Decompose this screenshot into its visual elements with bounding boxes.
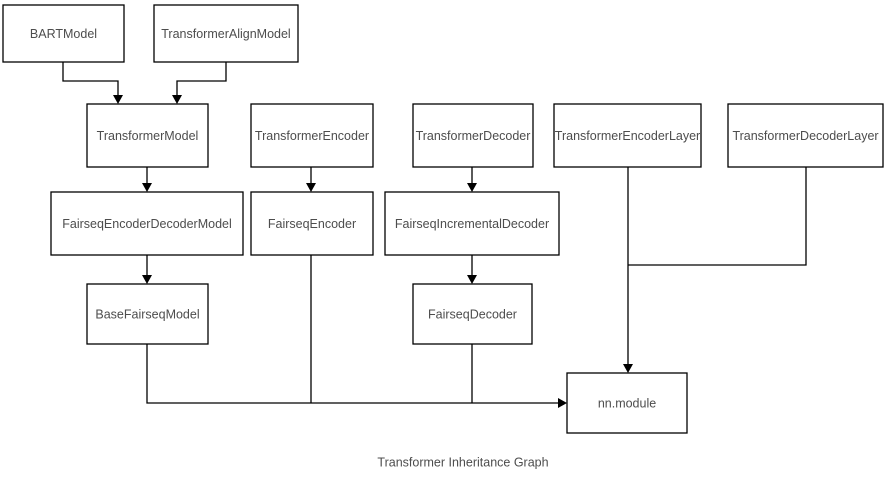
- arrow-head-icon: [142, 183, 152, 192]
- edge-transformerdecoder-to-incrementaldecoder: [467, 167, 477, 192]
- arrow-head-icon: [306, 183, 316, 192]
- node-transformer_decoder[interactable]: TransformerDecoder: [412, 103, 534, 168]
- node-box[interactable]: [384, 191, 560, 256]
- node-nn_module[interactable]: nn.module: [566, 372, 688, 434]
- node-transformer_encoder[interactable]: TransformerEncoder: [250, 103, 374, 168]
- edge-decoderlayer-to-nnmodule: [628, 167, 807, 266]
- node-transformer_align_model[interactable]: TransformerAlignModel: [153, 4, 299, 63]
- node-box[interactable]: [553, 103, 702, 168]
- arrow-head-icon: [558, 398, 567, 408]
- node-box[interactable]: [86, 103, 209, 168]
- node-fairseq_incremental_decoder[interactable]: FairseqIncrementalDecoder: [384, 191, 560, 256]
- node-label: TransformerDecoder: [416, 129, 531, 143]
- node-label: TransformerEncoderLayer: [555, 129, 700, 143]
- edge-layer: [62, 62, 807, 408]
- edge-transformermodel-to-encdecmodel: [142, 167, 152, 192]
- node-label: TransformerModel: [97, 129, 199, 143]
- arrow-head-icon: [467, 275, 477, 284]
- node-box[interactable]: [566, 372, 688, 434]
- node-label: TransformerDecoderLayer: [732, 129, 878, 143]
- edge-line: [628, 167, 807, 266]
- edge-align-to-transformermodel: [172, 62, 227, 104]
- node-label: FairseqDecoder: [428, 307, 517, 321]
- node-label: nn.module: [598, 396, 656, 410]
- edge-line: [176, 62, 227, 98]
- node-label: FairseqIncrementalDecoder: [395, 217, 549, 231]
- edge-encoderlayer-to-nnmodule: [623, 167, 633, 373]
- node-label: TransformerEncoder: [255, 129, 369, 143]
- node-fairseq_encoder_decoder_model[interactable]: FairseqEncoderDecoderModel: [50, 191, 244, 256]
- edge-transformerencoder-to-fairseqencoder: [306, 167, 316, 192]
- arrow-head-icon: [113, 95, 123, 104]
- node-label: BARTModel: [30, 27, 97, 41]
- arrow-head-icon: [142, 275, 152, 284]
- node-box[interactable]: [86, 283, 209, 345]
- node-fairseq_encoder[interactable]: FairseqEncoder: [250, 191, 374, 256]
- node-box[interactable]: [50, 191, 244, 256]
- arrow-head-icon: [467, 183, 477, 192]
- node-transformer_encoder_layer[interactable]: TransformerEncoderLayer: [553, 103, 702, 168]
- node-box[interactable]: [727, 103, 884, 168]
- node-box[interactable]: [153, 4, 299, 63]
- edge-bart-to-transformermodel: [62, 62, 123, 104]
- node-box[interactable]: [412, 283, 533, 345]
- node-label: FairseqEncoderDecoderModel: [62, 217, 232, 231]
- node-fairseq_decoder[interactable]: FairseqDecoder: [412, 283, 533, 345]
- node-transformer_decoder_layer[interactable]: TransformerDecoderLayer: [727, 103, 884, 168]
- diagram-caption: Transformer Inheritance Graph: [377, 455, 548, 469]
- node-label: TransformerAlignModel: [161, 27, 290, 41]
- node-box[interactable]: [412, 103, 534, 168]
- edge-line: [62, 62, 119, 98]
- node-label: BaseFairseqModel: [95, 307, 199, 321]
- node-bart_model[interactable]: BARTModel: [2, 4, 125, 63]
- node-box[interactable]: [250, 191, 374, 256]
- node-base_fairseq_model[interactable]: BaseFairseqModel: [86, 283, 209, 345]
- node-label: FairseqEncoder: [268, 217, 356, 231]
- edge-encdecmodel-to-basefairseqmodel: [142, 255, 152, 284]
- arrow-head-icon: [172, 95, 182, 104]
- arrow-head-icon: [623, 364, 633, 373]
- node-layer: BARTModel TransformerAlignModelTransforme…: [2, 4, 884, 434]
- edge-basefairseqmodel-to-nnmodule: [146, 344, 567, 408]
- edge-incrementaldecoder-to-fairseqdecoder: [467, 255, 477, 284]
- node-transformer_model[interactable]: TransformerModel: [86, 103, 209, 168]
- node-box[interactable]: [250, 103, 374, 168]
- edge-line: [146, 344, 561, 404]
- node-box[interactable]: [2, 4, 125, 63]
